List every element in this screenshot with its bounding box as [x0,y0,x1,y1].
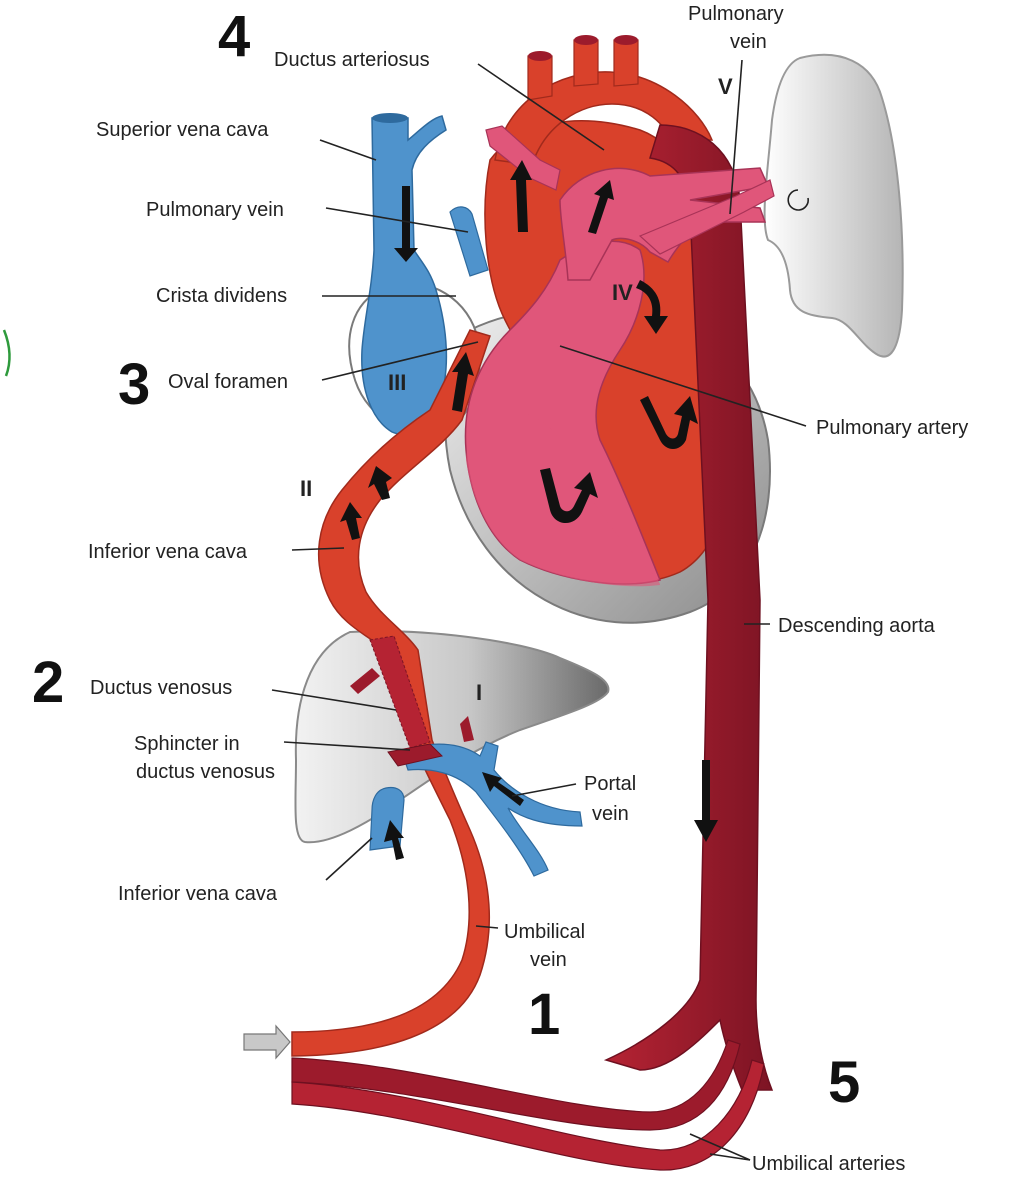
arch-branch-1-opening [528,51,552,61]
label-umbilical-vein-2: vein [530,949,567,971]
label-inferior-vena-cava-upper: Inferior vena cava [88,541,248,563]
number-5: 5 [828,1050,860,1115]
green-pen-mark [2,329,11,377]
arrow-lv-hook [640,396,698,449]
right-ventricle [466,409,660,587]
arrow-aorta [694,760,718,842]
label-oval-foramen: Oval foramen [168,371,288,393]
number-4: 4 [218,4,250,69]
roman-IV: IV [612,280,633,305]
lung [763,53,904,358]
number-3: 3 [118,352,150,417]
arch-branch-3 [613,39,639,87]
roman-III: III [388,370,406,395]
roman-V: V [718,74,733,99]
label-ductus-venosus: Ductus venosus [90,677,232,699]
ductus-venosus-vessel [369,635,431,749]
pulmonary-vein-right-vessel [638,179,775,255]
label-descending-aorta: Descending aorta [778,615,936,637]
number-2: 2 [32,650,64,715]
number-1: 1 [528,982,560,1047]
arch-branch-1 [527,55,553,101]
arch-branch-2-opening [574,35,598,45]
label-sphincter-1: Sphincter in [134,733,240,755]
ductus-arteriosus-vessel [485,125,561,191]
arrow-portal [482,772,524,806]
label-portal-vein-1: Portal [584,773,636,795]
lung-swirl-arrow [787,189,809,211]
svc-opening [372,113,408,123]
flow-arrows [340,160,718,860]
arch-branch-2 [573,39,599,87]
label-pulmonary-vein-left: Pulmonary vein [146,199,284,221]
label-inferior-vena-cava-lower: Inferior vena cava [118,883,278,905]
arrow-liver-ivc [384,820,404,860]
pulmonary-vein-left-vessel [449,206,489,277]
arrow-rv-hook [540,468,598,524]
arrow-ivc-2 [368,466,392,500]
umbilical-artery-2 [291,1059,765,1171]
umbilical-vein-ivc [291,329,491,1057]
portal-vein [401,741,583,877]
umbilical-artery-1 [291,1039,741,1131]
label-pulmonary-vein-top-2: vein [730,31,767,53]
label-ductus-arteriosus: Ductus arteriosus [274,49,430,71]
arrow-oval [452,352,474,412]
placenta-inflow-arrow-icon [243,1024,291,1060]
arrow-svc [394,186,418,262]
roman-I: I [476,680,482,705]
arrow-lv-curve [636,280,668,334]
label-umbilical-arteries: Umbilical arteries [752,1153,905,1175]
roman-II: II [300,476,312,501]
arrow-ductus [588,180,614,234]
arrow-ivc-1 [340,502,362,540]
arrow-la [510,160,532,232]
label-umbilical-vein-1: Umbilical [504,921,585,943]
hepatic-branch-2 [350,668,380,694]
label-pulmonary-vein-top-1: Pulmonary [688,3,784,25]
label-sphincter-2: ductus venosus [136,761,275,783]
hepatic-branch [460,716,474,742]
label-superior-vena-cava: Superior vena cava [96,119,269,141]
label-pulmonary-artery: Pulmonary artery [816,417,968,439]
arch-branch-3-opening [614,35,638,45]
label-portal-vein-2: vein [592,803,629,825]
label-crista-dividens: Crista dividens [156,285,287,307]
leader-lines [271,59,807,1161]
